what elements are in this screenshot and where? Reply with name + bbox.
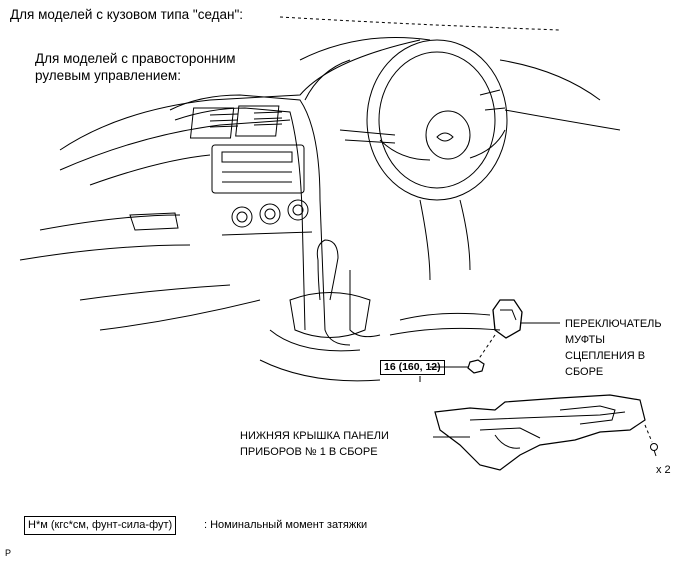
clutch-switch-label-line1: ПЕРЕКЛЮЧАТЕЛЬ [565, 318, 662, 330]
air-vent-left [189, 107, 235, 139]
corner-mark: P [5, 548, 12, 558]
audio-unit [211, 144, 305, 194]
clutch-switch-label-line3: СЦЕПЛЕНИЯ В [565, 350, 646, 362]
climate-knob-1 [231, 206, 253, 228]
torque-spec-label: 16 (160, 12) [380, 360, 445, 375]
clutch-switch [492, 299, 523, 339]
legend-description: : Номинальный момент затяжки [204, 519, 368, 531]
lower-cover-panel [434, 394, 646, 471]
sedan-models-heading: Для моделей с кузовом типа "седан": [10, 7, 244, 22]
steering-wheel-outer [366, 39, 508, 201]
clutch-switch-label-line4: СБОРЕ [565, 366, 604, 378]
screw [650, 443, 658, 451]
climate-knob-2 [259, 203, 281, 225]
rhd-models-heading-line2: рулевым управлением: [35, 68, 181, 83]
lower-cover-label-line1: НИЖНЯЯ КРЫШКА ПАНЕЛИ [240, 430, 389, 442]
nut [467, 359, 485, 374]
clutch-switch-label-line2: МУФТЫ [565, 334, 605, 346]
steering-hub [425, 110, 471, 160]
climate-knob-3 [287, 199, 309, 221]
gear-shifter [316, 239, 339, 301]
upper-dash [59, 39, 421, 151]
lower-cover-label-line2: ПРИБОРОВ № 1 В СБОРЕ [240, 446, 378, 458]
air-vent-right [235, 105, 280, 137]
windshield-edge [279, 16, 561, 31]
rhd-models-heading-line1: Для моделей с правосторонним [35, 51, 236, 66]
screw-quantity: x 2 [656, 464, 671, 476]
legend-unit-box: Н*м (кгс*см, фунт-сила-фут) [24, 516, 177, 535]
center-console [169, 94, 351, 346]
